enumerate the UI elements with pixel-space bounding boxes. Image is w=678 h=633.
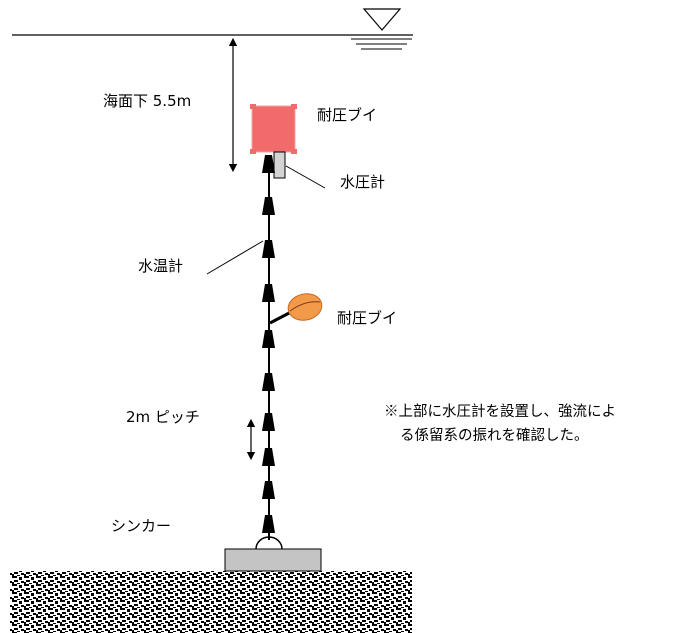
sinker-label: シンカー (111, 517, 172, 535)
pressure-buoy-top (251, 105, 296, 153)
note-line-2: る係留系の振れを確認した。 (400, 428, 589, 444)
thermometer (262, 330, 275, 348)
thermometer (262, 197, 275, 215)
thermometer (262, 448, 275, 466)
thermometer (262, 373, 275, 391)
pressure-gauge (273, 151, 286, 179)
pitch-label: 2m ピッチ (126, 408, 200, 426)
sinker (224, 548, 322, 572)
thermometer (262, 284, 275, 302)
note-line-1: ※上部に水圧計を設置し、強流によ (384, 404, 616, 420)
thermometer (262, 481, 275, 499)
thermometer (262, 155, 275, 173)
buoy-mid-label: 耐圧ブイ (337, 309, 398, 327)
thermometers (262, 155, 275, 533)
buoy-corner-tabs (250, 104, 297, 154)
thermometer-leader (206, 240, 264, 275)
pressure-gauge-leader (285, 165, 326, 189)
depth-label: 海面下 5.5m (103, 92, 192, 110)
pressure-gauge-label: 水圧計 (340, 173, 386, 191)
sinker-ring (255, 536, 283, 550)
buoy-top-label: 耐圧ブイ (317, 106, 378, 124)
pressure-buoy-mid (287, 293, 323, 321)
thermometer (262, 515, 275, 533)
thermometer (262, 240, 275, 258)
buoy-mid-seam (289, 301, 321, 312)
thermometer (262, 413, 275, 431)
thermometer-label: 水温計 (138, 257, 184, 275)
seabed (10, 571, 412, 633)
water-level-symbol (351, 8, 412, 50)
